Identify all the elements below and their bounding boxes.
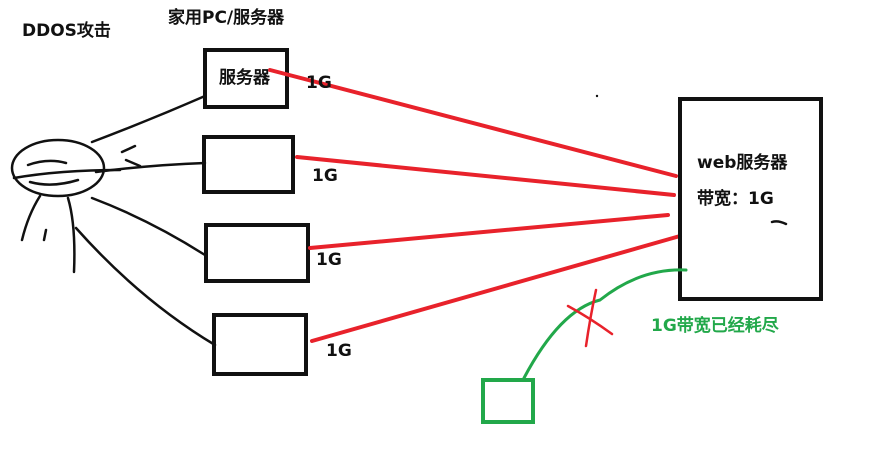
- attack-line-1: [268, 68, 678, 178]
- attack-line-4: [310, 234, 682, 343]
- normal-client-box: [481, 378, 535, 424]
- cross-mark-icon: [566, 288, 614, 348]
- stick-figure-icon: [10, 94, 217, 347]
- ink-dot: [595, 94, 599, 98]
- web-server-box: [678, 97, 823, 301]
- ink-squiggle: [770, 220, 788, 226]
- bandwidth-label-2: 1G: [312, 166, 338, 186]
- bandwidth-label-3: 1G: [316, 250, 342, 270]
- attacker-node-box-2: [202, 135, 295, 194]
- attacker-node-box-4: [212, 313, 308, 376]
- attacker-node-box-3: [204, 223, 310, 283]
- attacker-node-box-1: [203, 48, 289, 109]
- diagram-title: DDOS攻击: [22, 20, 111, 41]
- bandwidth-label-4: 1G: [326, 341, 352, 361]
- attack-line-3: [308, 213, 670, 250]
- web-server-name: web服务器: [697, 152, 788, 173]
- bandwidth-label-1: 1G: [306, 73, 332, 93]
- attacker-node-label-1: 服务器: [219, 67, 271, 88]
- blocked-connection-line: [522, 268, 688, 380]
- attack-line-2: [295, 155, 676, 197]
- diagram-subtitle: 家用PC/服务器: [168, 7, 285, 28]
- web-server-bandwidth: 带宽：1G: [697, 188, 774, 209]
- exhausted-note: 1G带宽已经耗尽: [651, 315, 780, 336]
